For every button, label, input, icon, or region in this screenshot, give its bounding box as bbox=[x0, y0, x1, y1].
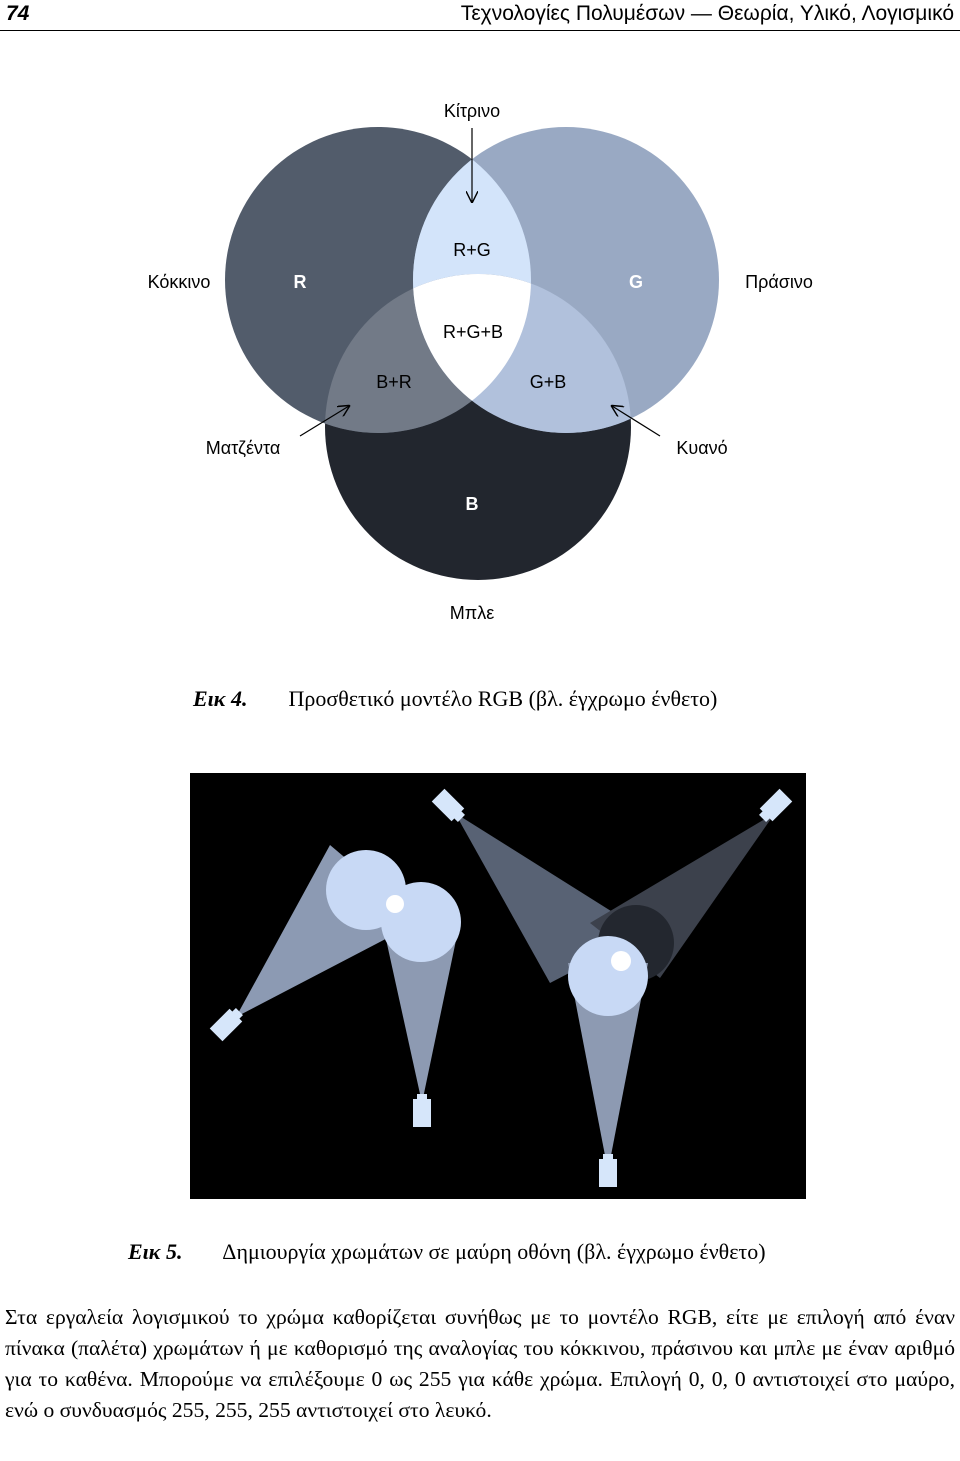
region-label-gb: G+B bbox=[530, 372, 567, 392]
body-paragraph: Στα εργαλεία λογισμικού το χρώμα καθορίζ… bbox=[5, 1305, 955, 1422]
figure-4-caption-text: Προσθετικό μοντέλο RGB (βλ. έγχρωμο ένθε… bbox=[288, 686, 718, 711]
label-yellow: Κίτρινο bbox=[444, 101, 500, 121]
region-label-rgb: R+G+B bbox=[443, 322, 503, 342]
region-label-g: G bbox=[629, 272, 643, 292]
middle-light-circle bbox=[381, 882, 461, 962]
left-spotlight-fixture bbox=[209, 1008, 243, 1042]
figure-4-label: Εικ 4. bbox=[193, 686, 248, 711]
label-magenta: Ματζέντα bbox=[206, 438, 280, 458]
figure-4-caption: Εικ 4. Προσθετικό μοντέλο RGB (βλ. έγχρω… bbox=[193, 686, 717, 712]
region-label-r: R bbox=[294, 272, 307, 292]
figure-5-caption: Εικ 5. Δημιουργία χρωμάτων σε μαύρη οθόν… bbox=[128, 1239, 766, 1265]
cyan-pointer-arrow bbox=[612, 406, 661, 437]
label-cyan: Κυανό bbox=[676, 438, 727, 458]
middle-spotlight-beam bbox=[382, 921, 460, 1103]
region-label-b: B bbox=[466, 494, 479, 514]
label-red: Κόκκινο bbox=[148, 272, 211, 292]
middle-spotlight-fixture bbox=[413, 1094, 431, 1127]
top-left-spotlight-fixture bbox=[431, 788, 465, 822]
page-number: 74 bbox=[6, 2, 30, 25]
rgb-venn-diagram: Κίτρινο Κόκκινο Πράσινο Ματζέντα Κυανό Μ… bbox=[148, 101, 813, 623]
page-header: 74 Τεχνολογίες Πολυμέσων — Θεωρία, Υλικό… bbox=[0, 0, 960, 31]
label-green: Πράσινο bbox=[745, 272, 813, 292]
right-circles-overlap bbox=[611, 951, 631, 971]
bottom-spotlight-beam bbox=[568, 963, 648, 1171]
figure-5-caption-text: Δημιουργία χρωμάτων σε μαύρη οθόνη (βλ. … bbox=[222, 1239, 766, 1264]
bottom-spotlight-fixture bbox=[599, 1154, 617, 1187]
spotlights-illustration bbox=[190, 773, 806, 1199]
region-label-br: B+R bbox=[376, 372, 412, 392]
body-text: Στα εργαλεία λογισμικού το χρώμα καθορίζ… bbox=[5, 1302, 955, 1426]
right-light-circle bbox=[568, 936, 648, 1016]
top-right-spotlight-fixture bbox=[759, 788, 793, 822]
region-label-rg: R+G bbox=[453, 240, 491, 260]
left-circles-overlap bbox=[386, 895, 404, 913]
figure-5-label: Εικ 5. bbox=[128, 1239, 183, 1264]
running-title: Τεχνολογίες Πολυμέσων — Θεωρία, Υλικό, Λ… bbox=[460, 2, 954, 25]
magenta-pointer-arrow bbox=[299, 406, 349, 437]
label-blue: Μπλε bbox=[450, 603, 494, 623]
